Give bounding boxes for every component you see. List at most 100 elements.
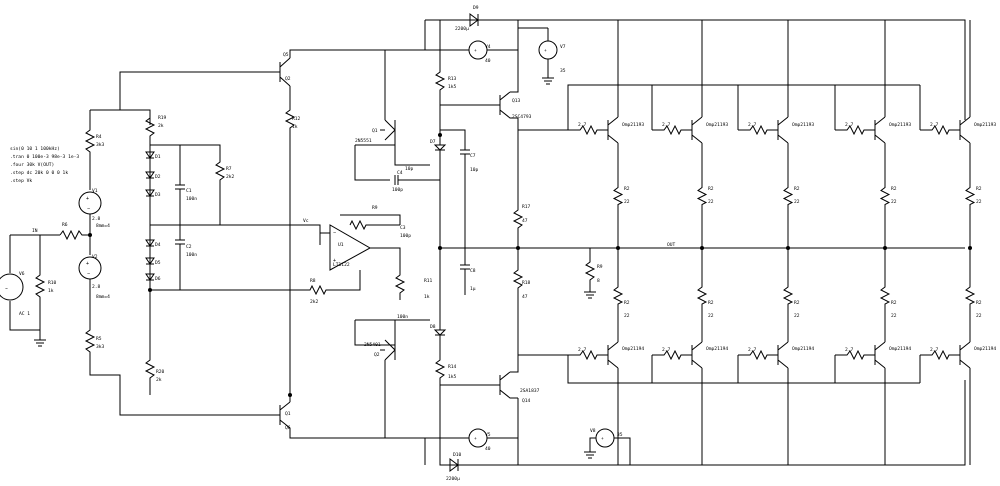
d2-name: D2: [155, 174, 161, 180]
svg-text:+: +: [474, 49, 477, 54]
q5-name: Q5: [283, 52, 289, 58]
c3-value: 100p: [400, 233, 411, 239]
vbias2-value: 8mm=4: [96, 294, 110, 300]
r9-load-name: R9: [597, 264, 603, 270]
c2-value: 100n: [186, 252, 197, 258]
svg-text:~: ~: [5, 287, 8, 292]
r9-load-value: 8: [597, 278, 600, 284]
vneg-value: 35: [617, 432, 623, 438]
v4-source-symbol: [468, 40, 488, 60]
opamp-name: U1: [338, 242, 344, 248]
q1-name: Q1: [372, 128, 378, 134]
opamp-model: LT1122: [333, 262, 350, 268]
d6-name: D6: [155, 276, 161, 282]
v1-value: 2.8: [92, 216, 101, 222]
npn-output-1: [568, 116, 619, 144]
d8-name: D8: [430, 324, 436, 330]
input-stage: ~ V6 AC 1 IN R6 R10 1k: [0, 222, 90, 347]
output-junction-1: [616, 246, 620, 250]
q5-model: Q2: [285, 76, 291, 82]
pnp-emitter-res-value-2: 22: [708, 313, 714, 319]
npn-emitter-res-5: [964, 143, 976, 248]
npn-emitter-res-name-3: R2: [794, 186, 800, 192]
pnp-emitter-res-value-5: 22: [976, 313, 982, 319]
r10-value: 1k: [48, 288, 54, 294]
pnp-emitter-res-value-3: 22: [794, 313, 800, 319]
d4-name: D4: [155, 242, 161, 248]
r12-name: R12: [292, 116, 301, 122]
diode-string: R19 2k D1 D2 D3 D4 D5 D6 R20 2k C1 100n …: [144, 110, 361, 395]
vpos-source-symbol: [538, 40, 558, 60]
vneg-name: V8: [590, 428, 596, 434]
r19-name: R19: [158, 115, 167, 121]
input-source-symbol: [0, 273, 24, 301]
v5-value: 40: [485, 446, 491, 452]
c10-value: 2200µ: [446, 476, 460, 482]
c5-value: 10p: [405, 166, 414, 172]
npn-emitter-res-1: [612, 143, 624, 248]
c3-name: C3: [400, 225, 406, 231]
r7-value: 2k2: [226, 174, 235, 180]
input-source-value: AC 1: [19, 311, 30, 317]
positive-rail: [424, 19, 966, 466]
npn-emitter-res-4: [879, 143, 891, 248]
r4-value: 3k3: [96, 142, 105, 148]
vpos-name: V7: [560, 44, 566, 50]
pnp-output-1: [568, 341, 619, 369]
directive-line-2: .tran 0 100e-3 98e-3 1e-3: [10, 154, 79, 160]
npn-emitter-res-name-1: R2: [624, 186, 630, 192]
r10-name: R10: [48, 280, 57, 286]
q13-name: Q13: [512, 98, 521, 104]
d3-name: D3: [155, 192, 161, 198]
output-junction-5: [968, 246, 972, 250]
r8-name: R8: [310, 278, 316, 284]
r20-value: 2k: [156, 377, 162, 383]
r4-name: R4: [96, 134, 102, 140]
npn-base-res-value-2: 2.7: [662, 122, 671, 128]
npn-output-3: [738, 116, 789, 144]
d-top-name: D9: [473, 5, 479, 11]
pnp-base-res-value-3: 2.7: [748, 347, 757, 353]
q14-model: 2SA1837: [520, 388, 540, 394]
pnp-emitter-res-2: [696, 248, 708, 342]
pnp-base-res-value-5: 2.7: [930, 347, 939, 353]
pnp-emitter-res-name-2: R2: [708, 300, 714, 306]
npn-emitter-res-value-4: 22: [891, 199, 897, 205]
npn-emitter-res-name-5: R2: [976, 186, 982, 192]
r11-name: R11: [424, 278, 433, 284]
r9-name: R9: [372, 205, 378, 211]
npn-emitter-res-name-2: R2: [708, 186, 714, 192]
d5-name: D5: [155, 260, 161, 266]
svg-text:+: +: [544, 49, 547, 54]
output-junction-2: [700, 246, 704, 250]
q6-name: Q6: [285, 425, 291, 431]
c1-value: 100n: [186, 196, 197, 202]
input-source-name: V6: [19, 271, 25, 277]
driver-stage-top: Q5 Q2 R12 1k Q1 2N5551 R13 1k5 + V4 40 D…: [270, 5, 518, 397]
pnp-emitter-res-5: [964, 248, 976, 342]
q2-name: Q2: [374, 352, 380, 358]
v4-name: V4: [485, 44, 491, 50]
npn-base-res-value-5: 2.7: [930, 122, 939, 128]
r12-value: 1k: [292, 124, 298, 130]
v5-source-symbol: [468, 428, 488, 448]
pnp-model-2: Omp21194: [706, 346, 728, 352]
output-net-label: OUT: [667, 242, 676, 248]
vneg-source-symbol: [595, 428, 615, 448]
directive-line-1: sin(0 10 1 100kHz): [10, 146, 60, 152]
npn-emitter-res-value-1: 22: [624, 199, 630, 205]
d-bot-name: D10: [453, 452, 462, 458]
c9-value: 2200µ: [455, 26, 469, 32]
opamp-section: U1 LT1122 − + Vc R9 C3 100p R11 1k: [303, 205, 433, 300]
v2-name: V2: [92, 254, 98, 260]
rail-sources: + V7 35 + V8 35: [518, 27, 631, 465]
svg-text:+: +: [86, 261, 89, 267]
svg-text:+: +: [86, 196, 89, 202]
r5-value: 3k3: [96, 344, 105, 350]
r13-name: R13: [448, 76, 457, 82]
lower-base-bus: [567, 355, 920, 384]
pre-driver-transistors: Q13 2SC4793 2SA1837 Q14: [440, 20, 540, 465]
r18-name: R18: [522, 280, 531, 286]
